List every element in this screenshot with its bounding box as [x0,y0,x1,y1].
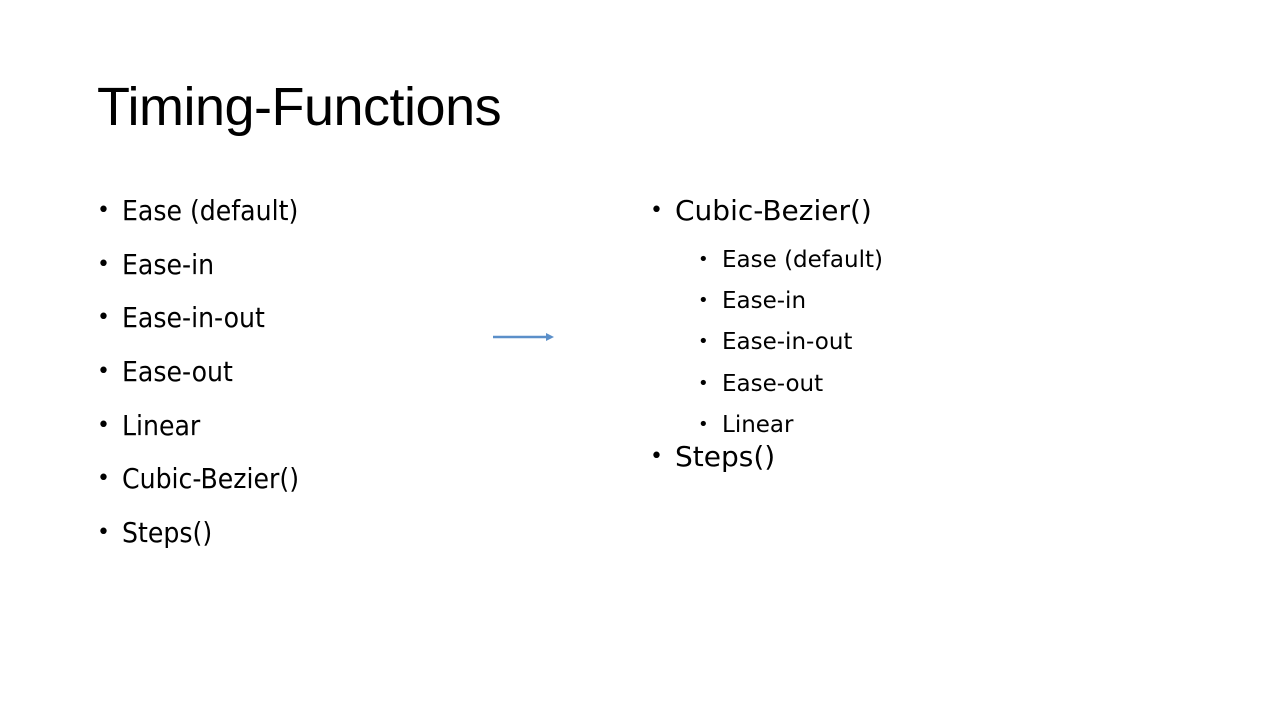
right-arrow-icon [493,333,554,341]
list-item: Ease-in [97,248,299,303]
right-bullet-list: Cubic-Bezier() Ease (default) Ease-in Ea… [650,194,883,474]
list-item: Steps() [97,517,299,571]
sub-list-item: Ease-in-out [698,327,883,368]
list-item-cubic-bezier: Cubic-Bezier() Ease (default) Ease-in Ea… [650,194,883,441]
list-item: Ease (default) [97,195,299,249]
list-item: Ease-out [97,356,299,410]
list-item: Cubic-Bezier() [97,463,299,517]
sub-list-item: Ease-in [698,286,883,327]
nested-bullet-list: Ease (default) Ease-in Ease-in-out Ease-… [698,245,883,451]
sub-list-item: Linear [698,410,883,451]
list-item-label: Cubic-Bezier() [675,194,872,227]
list-item-steps: Steps() [650,441,872,474]
sub-list-item: Ease-out [698,369,883,410]
left-bullet-list: Ease (default) Ease-in Ease-in-out Ease-… [97,195,299,571]
list-item: Linear [97,409,299,464]
sub-list-item: Ease (default) [698,245,883,286]
list-item: Ease-in-out [97,302,299,356]
slide-title: Timing-Functions [97,77,502,137]
